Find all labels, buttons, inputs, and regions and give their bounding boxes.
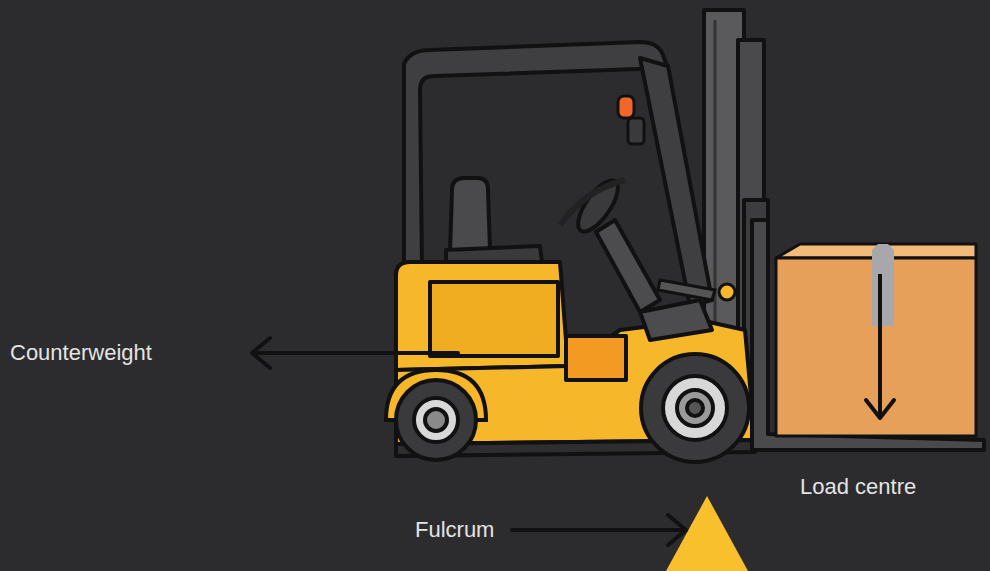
part-label: Load centre: [800, 474, 916, 500]
fulcrum-triangle: [666, 496, 748, 571]
fulcrum-arrow: [512, 515, 686, 545]
steering: [560, 175, 660, 312]
seat: [446, 178, 542, 266]
rear-wheel: [386, 370, 486, 460]
front-wheel: [641, 354, 749, 462]
load-box: [776, 244, 976, 436]
forks: [752, 220, 984, 450]
part-label: Counterweight: [10, 340, 152, 366]
part-label: Fulcrum: [415, 517, 494, 543]
tilt-cylinder: [658, 280, 735, 300]
counterweight-arrow: [252, 338, 458, 368]
beacon-light: [618, 96, 644, 144]
